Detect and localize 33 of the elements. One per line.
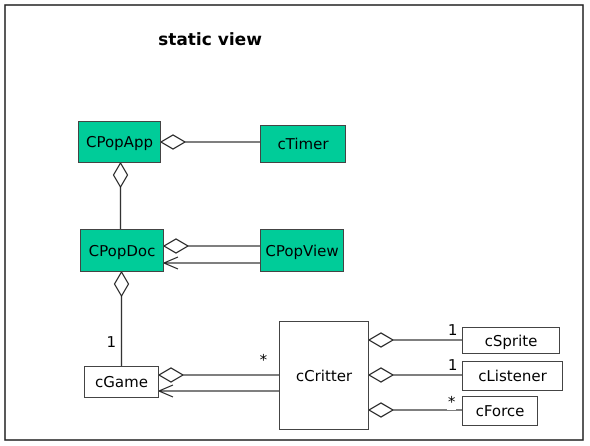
class-box	[260, 125, 346, 163]
diagram-title: static view	[157, 30, 263, 50]
class-name: cSprite	[484, 332, 538, 350]
class-box	[78, 121, 161, 163]
multiplicity-label: *	[446, 395, 456, 410]
class-box	[462, 327, 560, 354]
aggregation-line	[368, 402, 462, 418]
class-name: cTimer	[277, 135, 329, 153]
aggregation-line	[160, 134, 260, 150]
class-name: cGame	[95, 373, 148, 391]
class-name: cForce	[476, 402, 524, 420]
aggregation-line	[112, 162, 128, 229]
aggregation-line	[368, 367, 462, 383]
multiplicity-label: 1	[446, 323, 458, 338]
arrow	[163, 256, 260, 270]
class-name: CPopDoc	[88, 242, 156, 260]
class-box	[84, 366, 159, 398]
arrow	[158, 384, 279, 398]
multiplicity-label: 1	[106, 334, 118, 350]
class-box	[80, 229, 164, 272]
class-name: CPopView	[265, 242, 339, 260]
aggregation-line	[114, 271, 130, 366]
class-box	[260, 229, 344, 272]
class-box	[462, 361, 563, 391]
aggregation-line	[368, 332, 462, 348]
class-name: cCritter	[296, 366, 352, 384]
class-name: cListener	[478, 367, 547, 385]
aggregation-line	[158, 367, 279, 383]
aggregation-line	[163, 238, 260, 254]
class-box	[462, 396, 538, 426]
multiplicity-label: 1	[446, 358, 458, 373]
class-name: CPopApp	[86, 133, 153, 151]
class-box	[279, 321, 369, 430]
